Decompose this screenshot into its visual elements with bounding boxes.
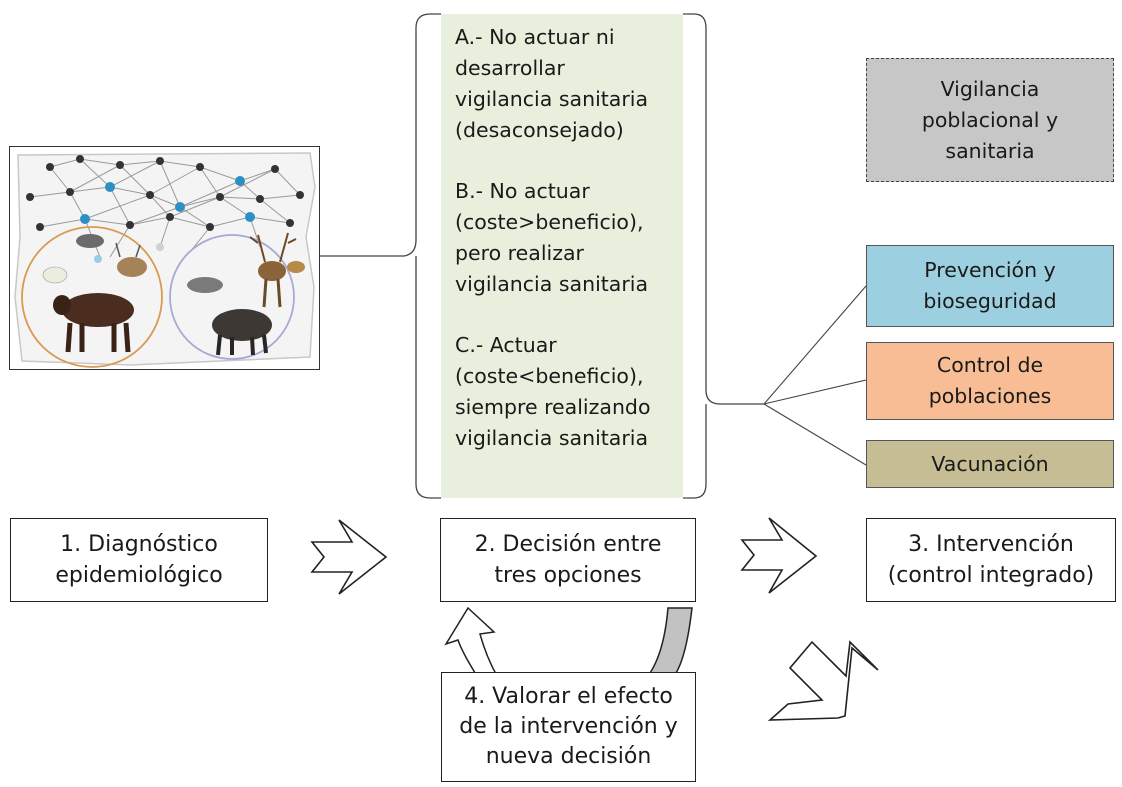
intervention-branch-lines — [763, 285, 867, 466]
decision-options-panel: A.- No actuar ni desarrollar vigilancia … — [441, 14, 683, 498]
loop-arrow-down — [646, 607, 693, 677]
arrow-to-evaluation — [767, 640, 879, 721]
livestock-circle — [21, 226, 163, 368]
step-evaluation: 4. Valorar el efecto de la intervención … — [441, 672, 696, 782]
option-c: C.- Actuar (coste<beneficio), siempre re… — [455, 333, 651, 450]
vaccination-box: Vacunación — [866, 440, 1114, 488]
wildlife-network-illustration — [9, 146, 320, 370]
prevention-box: Prevención y bioseguridad — [866, 245, 1114, 327]
options-left-brace — [320, 13, 441, 257]
wildlife-circle — [169, 234, 295, 360]
arrow-to-decision — [310, 519, 388, 595]
wildlife-animals — [187, 232, 305, 356]
option-b: B.- No actuar (coste>beneficio), pero re… — [455, 179, 649, 296]
options-right-brace — [683, 13, 764, 405]
step-intervention: 3. Intervención (control integrado) — [866, 518, 1116, 602]
population-control-box: Control de poblaciones — [866, 342, 1114, 420]
step-diagnosis: 1. Diagnóstico epidemiológico — [10, 518, 268, 602]
network-nodes — [26, 155, 304, 263]
livestock-animals — [42, 234, 147, 353]
loop-arrow-up — [444, 606, 499, 677]
step-decision: 2. Decisión entre tres opciones — [440, 518, 696, 602]
arrow-to-intervention — [740, 517, 818, 594]
option-a: A.- No actuar ni desarrollar vigilancia … — [455, 25, 649, 142]
network-map-graphic — [14, 152, 316, 368]
surveillance-box: Vigilancia poblacional y sanitaria — [866, 58, 1114, 182]
